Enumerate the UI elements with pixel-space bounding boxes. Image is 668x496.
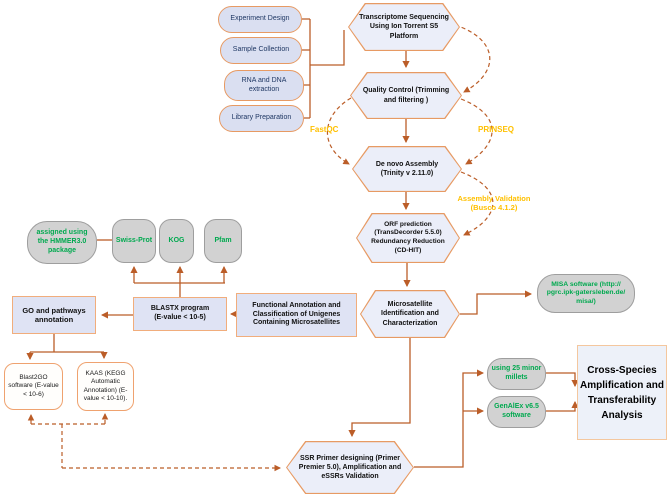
edge-dashed-fastqc bbox=[326, 97, 352, 165]
node-misa: MISA software (http:// pgrc.ipk-gatersle… bbox=[537, 274, 635, 313]
edge-bracket-to-transcriptome bbox=[310, 30, 345, 66]
node-ssr-primer: SSR Primer designing (Primer Premier 5.0… bbox=[286, 441, 414, 494]
node-kog: KOG bbox=[159, 219, 194, 263]
label-assembly-validation: Assembly Validation (Busco 4.1.2) bbox=[457, 194, 531, 213]
node-orf-prediction: ORF prediction (TransDecorder 5.5.0) Red… bbox=[356, 213, 460, 263]
edge-ssr-millets bbox=[414, 369, 485, 468]
node-transcriptome-sequencing: Transcriptome Sequencing Using Ion Torre… bbox=[348, 3, 460, 51]
node-pfam: Pfam bbox=[204, 219, 242, 263]
edge-dashed-bracket bbox=[31, 423, 105, 468]
node-swissprot: Swiss-Prot bbox=[112, 219, 156, 263]
hexagon-fill bbox=[357, 214, 459, 262]
node-denovo-assembly: De novo Assembly (Trinity v 2.11.0) bbox=[352, 146, 462, 192]
edge-dashed-busco bbox=[460, 171, 494, 236]
edge-dashed-prinseq bbox=[460, 98, 493, 165]
node-quality-control: Quality Control (Trimming and filtering … bbox=[350, 72, 462, 119]
node-label: Transcriptome Sequencing Using Ion Torre… bbox=[359, 14, 449, 40]
node-label: ORF prediction (TransDecorder 5.5.0) Red… bbox=[371, 220, 445, 254]
hexagon-fill bbox=[353, 147, 461, 191]
node-genalex: GenAlEx v6.5 software bbox=[487, 396, 546, 428]
node-kaas: KAAS (KEGG Automatic Annotation) (E- val… bbox=[77, 362, 134, 411]
node-blast2go: Blast2GO software (E-value < 10-6) bbox=[4, 363, 63, 410]
node-sample-collection: Sample Collection bbox=[220, 37, 302, 64]
node-rna-dna-extraction: RNA and DNA extraction bbox=[224, 70, 304, 101]
node-functional-annotation: Functional Annotation and Classification… bbox=[236, 293, 357, 337]
edge-microsat-ssr bbox=[348, 338, 411, 438]
node-blastx: BLASTX program (E-value < 10-5) bbox=[133, 297, 227, 331]
label-prinseq: PRINSEQ bbox=[478, 125, 515, 134]
hexagon-fill bbox=[349, 4, 459, 50]
edge-go-bracket bbox=[30, 334, 104, 353]
hexagon-fill bbox=[287, 442, 413, 493]
hexagon-fill bbox=[351, 73, 461, 118]
node-label: SSR Primer designing (Primer Premier 5.0… bbox=[298, 454, 402, 481]
node-library-preparation: Library Preparation bbox=[219, 105, 304, 132]
node-microsatellite: Microsatellite Identification and Charac… bbox=[360, 290, 460, 338]
edge-input-stubs bbox=[302, 18, 310, 119]
hexagon-fill bbox=[361, 291, 459, 337]
node-label: Microsatellite Identification and Charac… bbox=[381, 301, 439, 327]
edge-genalex-cross bbox=[546, 400, 579, 412]
label-fastqc: FastQC bbox=[310, 125, 339, 134]
edge-blastx-db-bracket bbox=[134, 282, 225, 297]
node-label: De novo Assembly (Trinity v 2.11.0) bbox=[375, 160, 439, 177]
node-minor-millets: using 25 minor millets bbox=[487, 358, 546, 390]
node-hmmer: assigned using the HMMER3.0 package bbox=[27, 221, 97, 264]
edge-microsat-misa bbox=[460, 290, 533, 315]
node-experiment-design: Experiment Design bbox=[218, 6, 302, 33]
node-cross-species: Cross-Species Amplification and Transfer… bbox=[577, 345, 667, 440]
edge-millets-cross bbox=[546, 372, 579, 388]
node-label: Quality Control (Trimming and filtering … bbox=[362, 87, 450, 104]
node-go-pathways: GO and pathways annotation bbox=[12, 296, 96, 334]
